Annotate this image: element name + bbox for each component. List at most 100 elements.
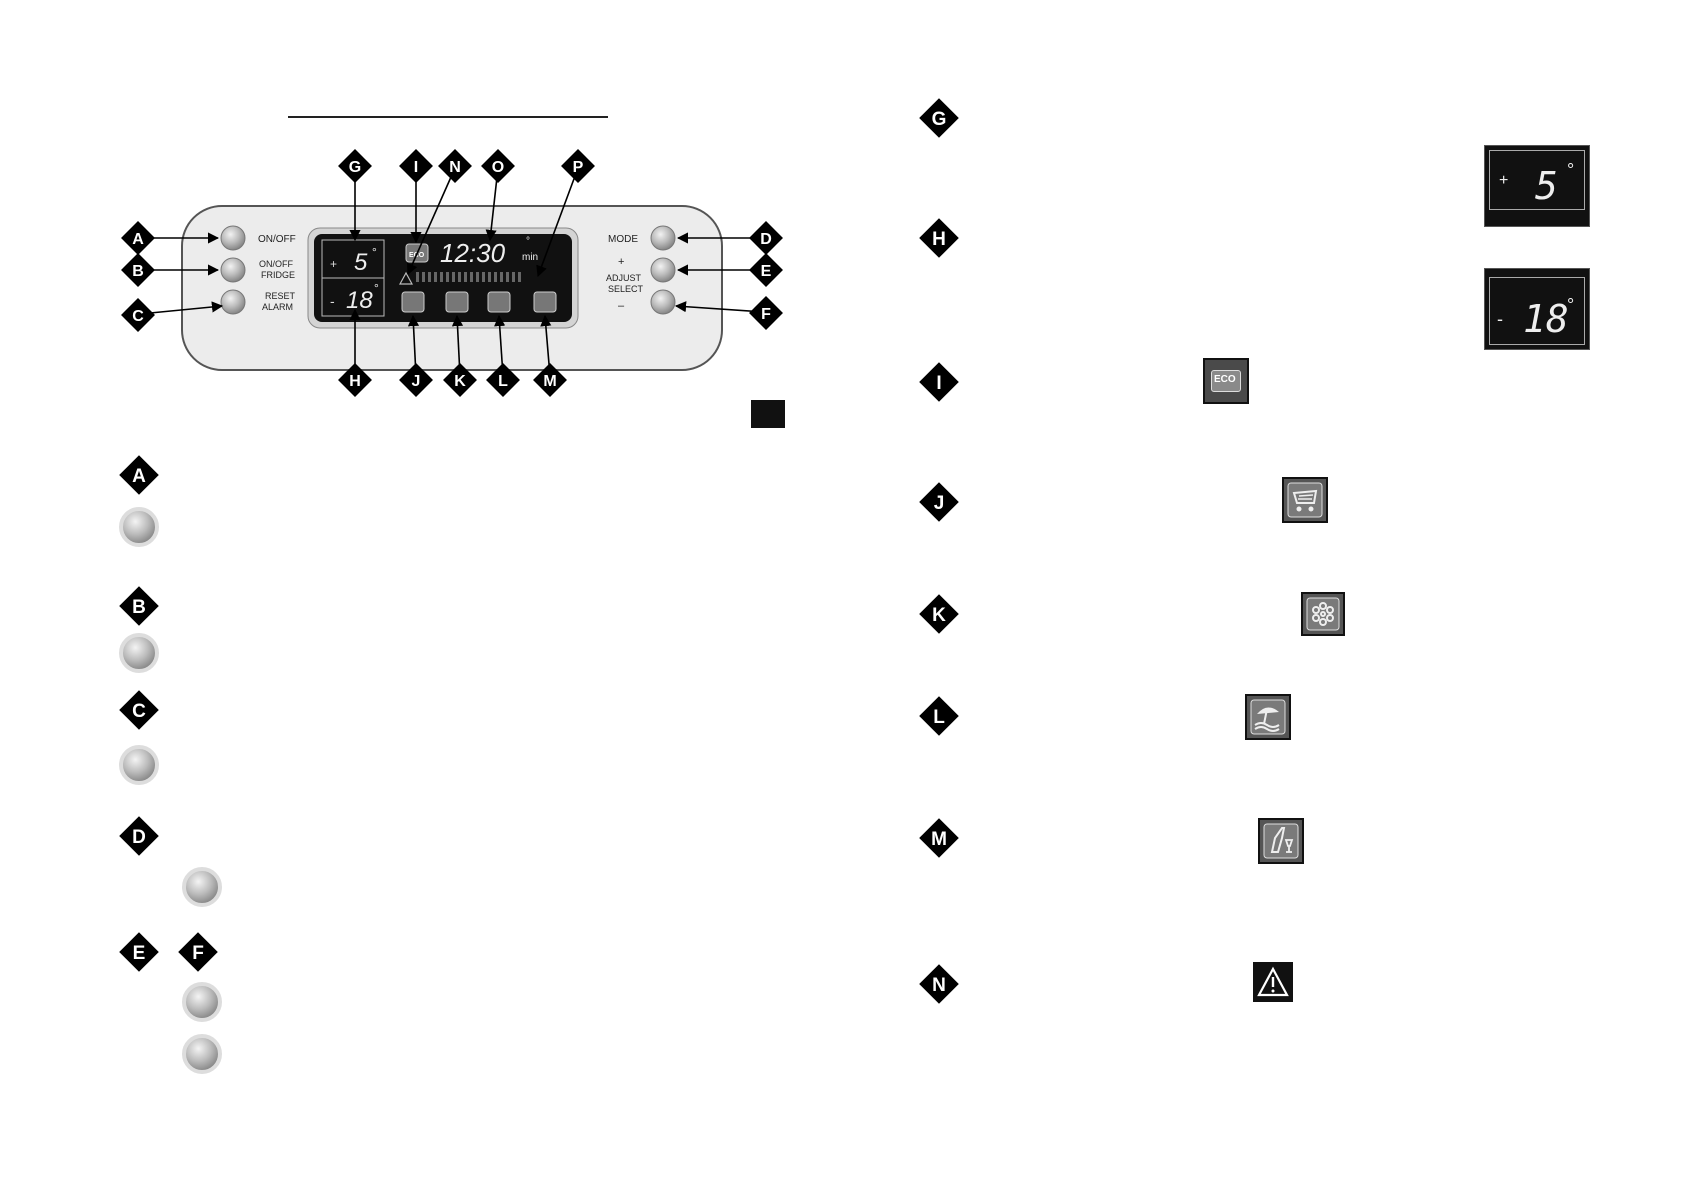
svg-text:B: B [132,597,146,618]
panel-onoff-fridge-label-2: FRIDGE [261,270,295,280]
svg-text:B: B [132,263,144,280]
svg-text:G: G [932,109,947,130]
language-tab [751,400,785,428]
legend-I-badge: I [919,362,959,402]
legend-D-button [182,867,222,907]
freezer-sample-unit: ° [1567,295,1575,315]
panel-minus-button[interactable] [650,289,676,315]
svg-text:D: D [132,827,146,848]
bottle-glass-icon [1263,823,1299,859]
legend-A-badge: A [119,455,159,495]
panel-bar-segments [416,272,521,282]
legend-E-badge: E [119,932,159,972]
svg-text:L: L [933,707,945,728]
svg-text:D: D [760,231,772,248]
svg-text:E: E [761,263,772,280]
title-underline [288,116,608,118]
legend-B-button [119,633,159,673]
snowflake-icon [1306,597,1340,631]
panel-clock-unit-bottom: min [522,252,538,263]
panel-plus-label: + [618,256,624,268]
callout-N: N [438,149,472,183]
legend-J-badge: J [919,482,959,522]
panel-onoff-fridge-button[interactable] [220,257,246,283]
legend-C-badge: C [119,690,159,730]
right-legend: G H I J K L M N [919,98,959,1004]
holiday-sample-icon [1245,694,1291,740]
eco-sample-label: ECO [1214,374,1236,385]
svg-text:O: O [492,159,504,176]
svg-text:C: C [132,701,146,722]
panel-fridge-temp: 5 [354,249,368,276]
svg-text:J: J [934,493,945,514]
svg-text:N: N [449,159,461,176]
legend-L-badge: L [919,696,959,736]
svg-text:G: G [349,159,361,176]
panel-minus-label: – [618,300,625,312]
legend-M-badge: M [919,818,959,858]
panel-reset-alarm-button[interactable] [220,289,246,315]
callout-G: G [338,149,372,183]
legend-B-badge: B [119,586,159,626]
svg-text:K: K [932,605,946,626]
callout-C: C [121,298,155,332]
panel-onoff-button[interactable] [220,225,246,251]
panel-fridge-sign: + [330,257,337,271]
svg-text:I: I [936,373,941,394]
panel-shopping-icon [401,291,425,313]
panel-reset-alarm-label-1: RESET [265,291,296,301]
legend-D-badge: D [119,816,159,856]
svg-text:H: H [932,229,946,250]
svg-text:H: H [349,373,361,390]
callout-I: I [399,149,433,183]
freezer-sample-sign: - [1497,309,1503,329]
panel-freeze-icon [445,291,469,313]
legend-G-badge: G [919,98,959,138]
svg-text:M: M [931,829,947,850]
svg-text:P: P [573,159,584,176]
svg-text:E: E [133,943,146,964]
legend-E-button [182,982,222,1022]
freeze-sample-icon [1301,592,1345,636]
freezer-temp-sample-frame [1489,277,1585,345]
fridge-temp-sample-frame [1489,150,1585,210]
left-legend: A B C D E F [119,455,222,1074]
panel-freezer-unit: ° [374,281,379,295]
callout-A: A [121,221,155,255]
svg-text:K: K [454,373,466,390]
freezer-sample-temp: 18 [1523,297,1569,341]
fridge-sample-temp: 5 [1535,164,1558,208]
legend-K-badge: K [919,594,959,634]
panel-adjust-label: ADJUST [606,273,642,283]
panel-select-label: SELECT [608,284,644,294]
callout-D: D [749,221,783,255]
legend-C-button [119,745,159,785]
eco-sample-inner [1211,370,1241,392]
panel-reset-alarm-label-2: ALARM [262,302,293,312]
svg-text:F: F [192,943,204,964]
svg-text:L: L [498,373,508,390]
svg-text:A: A [132,466,146,487]
fridge-temp-sample: + 5 ° [1484,145,1590,227]
fridge-sample-sign: + [1499,172,1509,189]
legend-H-badge: H [919,218,959,258]
panel-plus-button[interactable] [650,257,676,283]
svg-text:I: I [414,159,418,176]
alarm-sample-icon [1253,962,1293,1002]
svg-text:M: M [543,373,556,390]
control-panel-diagram: + 5 ° - 18 ° ECO 12:30 ° min ON/OFF ON/O… [121,149,783,397]
legend-N-badge: N [919,964,959,1004]
panel-freezer-temp: 18 [346,287,373,314]
svg-text:J: J [412,373,421,390]
svg-text:C: C [132,308,144,325]
panel-bottle-icon [533,291,557,313]
panel-mode-button[interactable] [650,225,676,251]
panel-clock: 12:30 [440,238,506,268]
svg-text:N: N [932,975,946,996]
shopping-cart-icon [1287,482,1323,518]
bottle-sample-icon [1258,818,1304,864]
panel-fridge-unit: ° [372,245,377,259]
panel-freezer-sign: - [330,293,335,309]
legend-A-button [119,507,159,547]
callout-O: O [481,149,515,183]
